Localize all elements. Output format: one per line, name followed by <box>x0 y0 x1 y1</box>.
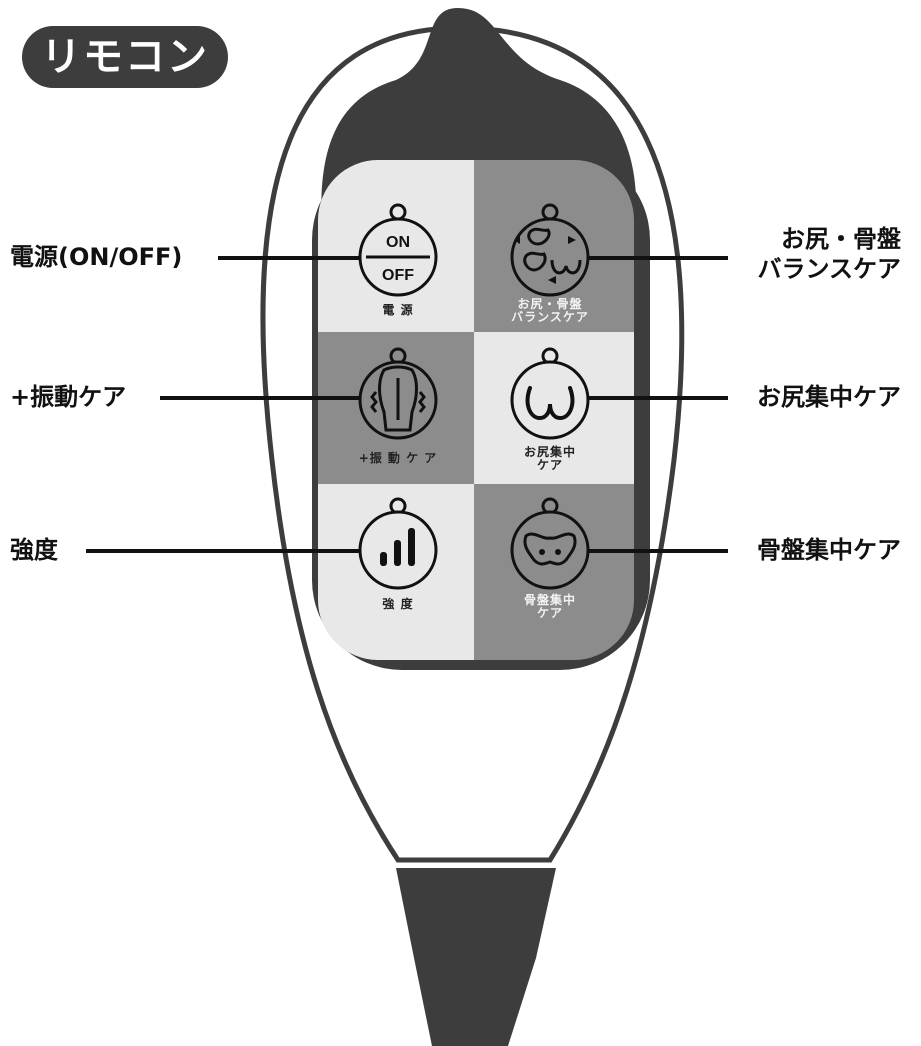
hip-pelvis-balance-button-label: お尻・骨盤 バランスケア <box>490 298 610 324</box>
hip-pelvis-balance-callout-line2: バランスケア <box>757 255 901 283</box>
strength-callout: 強度 <box>10 536 58 564</box>
hip-pelvis-balance-button[interactable] <box>510 203 590 297</box>
callout-lines <box>86 256 728 553</box>
signal-bars-icon <box>380 528 415 566</box>
power-button-label: 電 源 <box>382 303 414 317</box>
power-callout: 電源(ON/OFF) <box>10 243 183 271</box>
hip-focus-label-line2: ケア <box>536 458 563 472</box>
hip-icon <box>525 386 575 421</box>
pelvis-focus-button-label: 骨盤集中 ケア <box>500 594 600 620</box>
strength-button[interactable] <box>358 497 438 590</box>
hip-focus-button[interactable] <box>510 347 590 440</box>
power-on-text: ON <box>386 234 410 251</box>
hip-focus-callout: お尻集中ケア <box>757 383 901 411</box>
hip-pelvis-balance-label-line2: バランスケア <box>511 310 589 324</box>
pelvis-icon <box>523 532 577 566</box>
vibration-callout: +振動ケア <box>10 383 127 411</box>
remote-stem <box>396 868 556 1046</box>
power-off-text: OFF <box>382 267 414 284</box>
pelvis-focus-label-line2: ケア <box>536 606 563 620</box>
hip-pelvis-balance-callout: お尻・骨盤 バランスケア <box>757 224 901 284</box>
hip-focus-button-label: お尻集中 ケア <box>500 446 600 472</box>
vibration-button[interactable] <box>358 347 438 440</box>
vibration-button-label: +振 動 ケ ア <box>358 451 438 465</box>
hip-pelvis-balance-callout-line1: お尻・骨盤 <box>781 225 901 253</box>
hip-pelvis-balance-icon <box>523 227 582 275</box>
power-button[interactable]: ON OFF <box>358 203 438 297</box>
pelvis-focus-callout: 骨盤集中ケア <box>757 536 901 564</box>
pelvis-focus-button[interactable] <box>510 497 590 590</box>
strength-button-label: 強 度 <box>382 597 414 611</box>
pelvis-focus-label-line1: 骨盤集中 <box>523 593 576 607</box>
hip-focus-label-line1: お尻集中 <box>523 445 576 459</box>
vibration-body-icon <box>370 365 426 432</box>
page-title: リモコン <box>22 26 228 88</box>
hip-pelvis-balance-label-line1: お尻・骨盤 <box>517 297 583 311</box>
